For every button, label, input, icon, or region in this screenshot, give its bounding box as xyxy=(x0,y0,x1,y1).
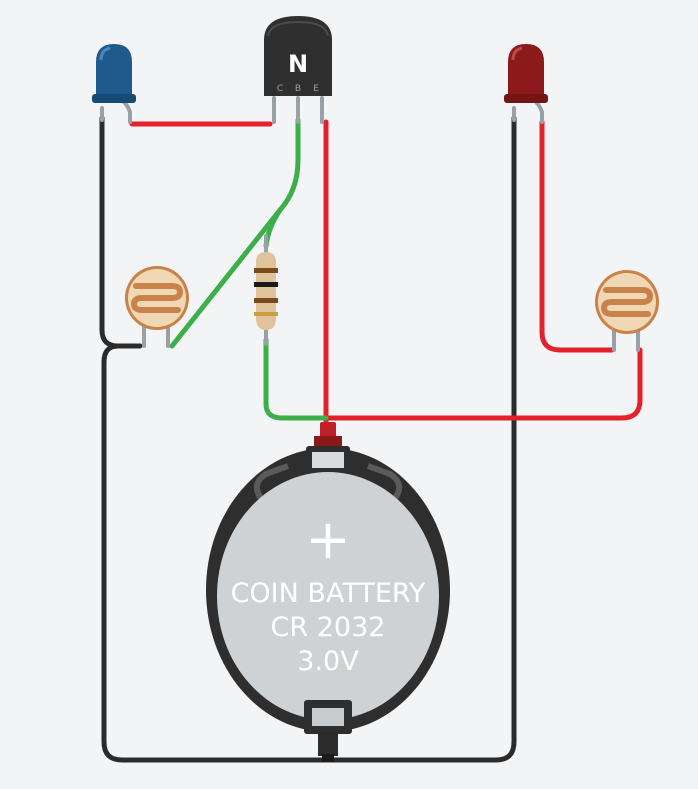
battery-plus-symbol: + xyxy=(305,508,350,571)
photoresistor-left-icon[interactable] xyxy=(125,266,189,348)
wire-black-right[interactable] xyxy=(325,115,517,763)
photoresistor-right-icon[interactable] xyxy=(595,270,659,352)
battery-label-line2: CR 2032 xyxy=(271,612,386,643)
wire-red-right-led[interactable] xyxy=(539,119,615,353)
battery-label-line3: 3.0V xyxy=(297,646,359,677)
wire-green-resistor-bus[interactable] xyxy=(263,337,329,421)
npn-transistor[interactable]: N C B E xyxy=(264,16,332,124)
transistor-pin-e: E xyxy=(313,84,319,94)
transistor-pin-c: C xyxy=(277,84,283,94)
wire-black-left[interactable] xyxy=(99,115,331,763)
blue-led-icon[interactable] xyxy=(92,44,136,124)
red-led-icon[interactable] xyxy=(504,44,548,124)
resistor-icon[interactable] xyxy=(254,234,278,346)
wire-red-bus[interactable] xyxy=(323,347,643,421)
coin-battery[interactable]: + COIN BATTERY CR 2032 3.0V xyxy=(206,422,450,762)
transistor-pin-b: B xyxy=(295,84,301,94)
transistor-type-label: N xyxy=(288,50,308,78)
wires xyxy=(99,115,643,763)
battery-label-line1: COIN BATTERY xyxy=(231,578,426,609)
